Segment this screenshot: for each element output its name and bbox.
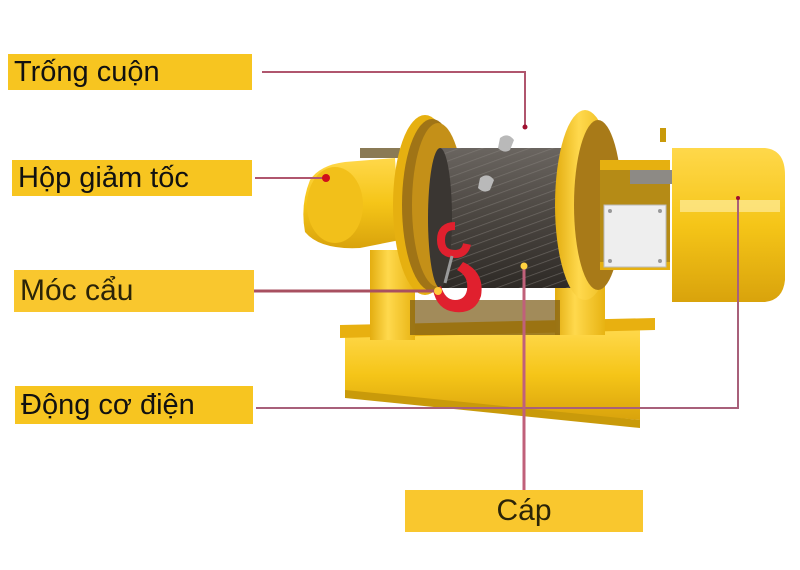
dot-motor [736,196,740,200]
leader-motor [256,198,739,409]
label-hook-text: Móc cẩu [20,274,134,307]
leader-drum [262,71,526,127]
label-drum: Trống cuộn [8,54,252,90]
label-cable-text: Cáp [496,494,552,527]
crane-hook [433,222,482,313]
leader-dots [322,124,740,295]
cable-drum [428,135,575,288]
label-cable: Cáp [405,490,643,532]
label-gearbox-text: Hộp giảm tốc [18,161,189,194]
leader-lines [254,71,739,490]
dot-drum [522,124,528,130]
electric-motor [600,128,785,302]
label-hook: Móc cẩu [14,270,254,312]
label-gearbox: Hộp giảm tốc [12,160,252,196]
gearbox [303,148,400,249]
label-motor-text: Động cơ điện [21,388,195,421]
dot-gearbox [322,174,330,182]
dot-hook [434,287,442,295]
label-motor: Động cơ điện [15,386,253,424]
label-drum-text: Trống cuộn [14,55,160,88]
dot-cable [520,262,528,270]
